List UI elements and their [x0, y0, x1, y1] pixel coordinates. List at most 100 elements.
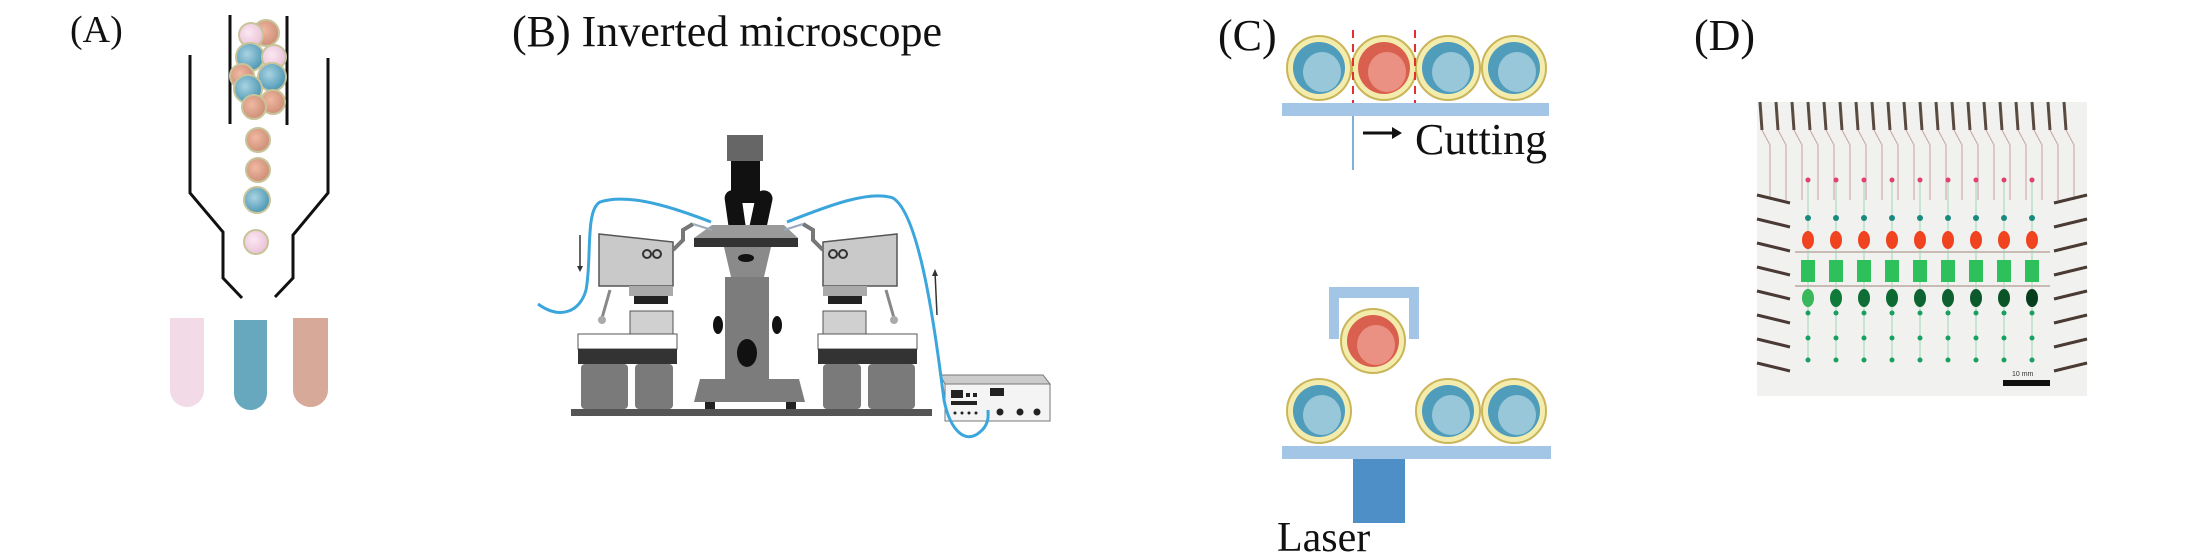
red-port — [1973, 177, 1979, 183]
channel — [1905, 129, 1915, 200]
cell — [1286, 35, 1352, 101]
cell — [1481, 35, 1547, 101]
target-cell — [1340, 308, 1406, 374]
red-port — [1805, 177, 1811, 183]
cell — [245, 127, 271, 153]
green-reservoir — [1886, 289, 1898, 307]
teal-port — [2029, 215, 2035, 221]
green-chamber — [1801, 260, 1815, 282]
electrode-lead — [1806, 101, 1812, 131]
cutting-label: Cutting — [1415, 115, 1547, 164]
channel — [2033, 129, 2043, 200]
electrode-lead — [1822, 101, 1828, 131]
red-port — [2001, 177, 2007, 183]
channel — [1921, 129, 1931, 200]
outlet-port — [1945, 357, 1951, 363]
electrode-lead — [2053, 265, 2088, 277]
red-chamber — [1830, 231, 1842, 249]
membrane-bottom — [1282, 446, 1551, 459]
electrode-lead — [1902, 101, 1908, 131]
electrode-lead — [1966, 101, 1972, 131]
electrode-lead — [2030, 101, 2036, 131]
electrode-lead — [1756, 241, 1791, 253]
green-reservoir — [1858, 289, 1870, 307]
red-port — [1861, 177, 1867, 183]
teal-port — [2001, 215, 2007, 221]
red-chamber — [1886, 231, 1898, 249]
outlet-port — [2001, 335, 2007, 341]
electrode-lead — [2053, 337, 2088, 349]
teal-port — [1861, 215, 1867, 221]
teal-port — [1917, 215, 1923, 221]
outlet-port — [2029, 310, 2035, 316]
green-chamber — [1829, 260, 1843, 282]
outlet-port — [1833, 310, 1839, 316]
electrode-lead — [1756, 361, 1791, 373]
green-chamber — [1969, 260, 1983, 282]
microscope-base — [694, 379, 805, 402]
cell-row-top — [1286, 35, 1547, 101]
electrode-lead — [2053, 361, 2088, 373]
collection-cap — [1329, 287, 1419, 339]
base-plate — [571, 409, 932, 416]
panel-a-label: (A) — [70, 9, 123, 51]
outlet-port — [1889, 335, 1895, 341]
electrode-lead — [2053, 193, 2088, 205]
electrode-lead — [1838, 101, 1844, 131]
red-chamber — [1858, 231, 1870, 249]
channel — [1777, 129, 1787, 200]
outlet-port — [1973, 310, 1979, 316]
laser-label: Laser — [1277, 515, 1370, 557]
cell — [243, 229, 269, 255]
electrode-lead — [1756, 217, 1791, 229]
cell — [245, 157, 271, 183]
panel-c-label: (C) — [1218, 11, 1277, 60]
electrode-lead — [1918, 101, 1924, 131]
green-chamber — [1941, 260, 1955, 282]
electrode-lead — [1756, 337, 1791, 349]
green-reservoir — [1998, 289, 2010, 307]
panel-d: (D) 10 mm — [1694, 11, 2088, 396]
panel-b-title: (B) Inverted microscope — [512, 7, 942, 56]
channel — [1953, 129, 1963, 200]
outlet-port — [1973, 335, 1979, 341]
outlet-port — [1917, 357, 1923, 363]
outlet-port — [1861, 335, 1867, 341]
target-cell — [1351, 35, 1417, 101]
cell — [1286, 378, 1352, 444]
electrode-lead — [1886, 101, 1892, 131]
electrode-lead — [1982, 101, 1988, 131]
red-port — [2029, 177, 2035, 183]
electrode-lead — [2014, 101, 2020, 131]
green-reservoir — [1830, 289, 1842, 307]
electrode-lead — [2053, 217, 2088, 229]
green-reservoir — [1802, 289, 1814, 307]
channel — [1873, 129, 1883, 200]
channel — [1889, 129, 1899, 200]
electrode-lead — [1756, 289, 1791, 301]
teal-port — [1833, 215, 1839, 221]
outlet-port — [1945, 310, 1951, 316]
red-chamber — [2026, 231, 2038, 249]
outlet-port — [1833, 335, 1839, 341]
channel — [2065, 129, 2075, 200]
outlet-port — [1861, 357, 1867, 363]
green-reservoir — [1970, 289, 1982, 307]
electrode-lead — [1854, 101, 1860, 131]
membrane-top — [1282, 103, 1549, 116]
channel — [1793, 129, 1803, 200]
electrode-lead — [1756, 265, 1791, 277]
red-port — [1945, 177, 1951, 183]
channel — [1985, 129, 1995, 200]
teal-port — [1945, 215, 1951, 221]
electrode-lead — [1758, 101, 1764, 131]
channel — [1809, 129, 1819, 200]
red-chamber — [1914, 231, 1926, 249]
electrode-lead — [2046, 101, 2052, 131]
electrode-lead — [1934, 101, 1940, 131]
red-port — [1917, 177, 1923, 183]
collection-tubes — [170, 318, 328, 410]
cell — [1415, 35, 1481, 101]
cell — [1481, 378, 1547, 444]
outlet-port — [2029, 335, 2035, 341]
